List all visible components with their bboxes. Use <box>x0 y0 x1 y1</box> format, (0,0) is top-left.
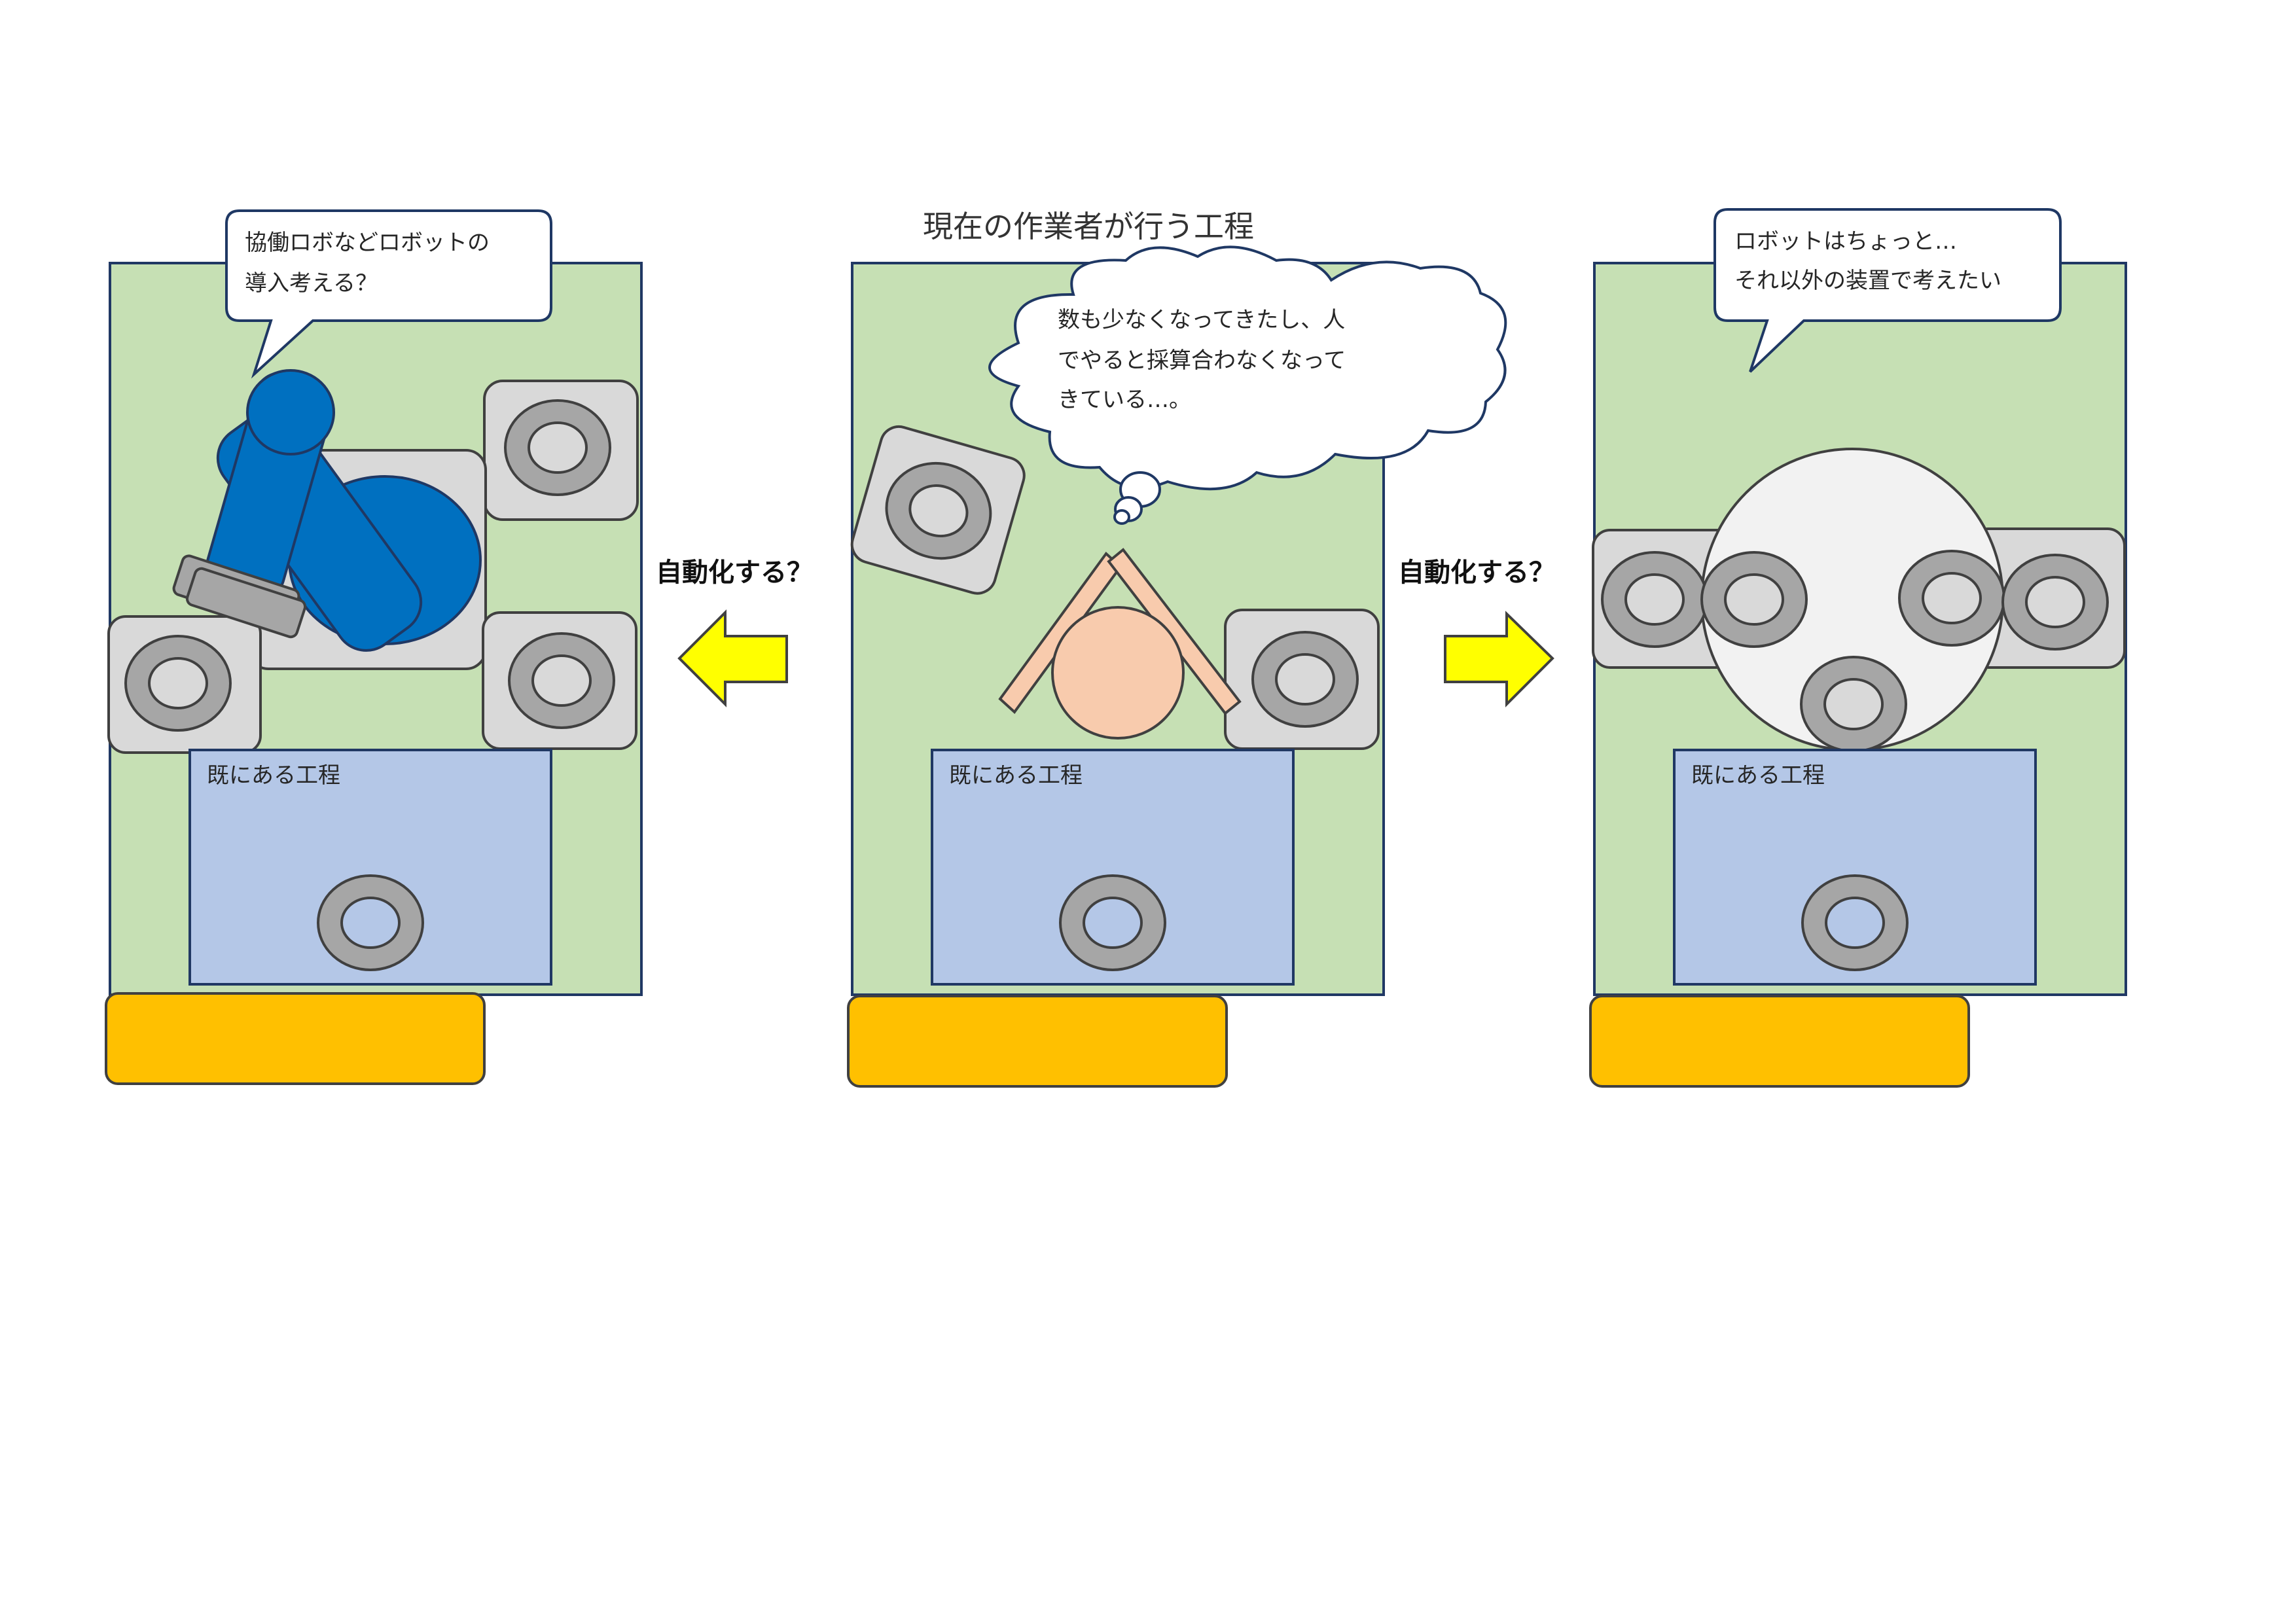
center-base <box>847 995 1228 1088</box>
left-arrow: 自動化する？ <box>656 558 813 707</box>
ring-part-icon <box>2001 554 2109 651</box>
ring-part-icon <box>1800 656 1907 753</box>
center-panel: 数も少なくなってきたし、人 でやると採算合わなくなって きている…。 既にある工… <box>847 245 1507 1088</box>
left-process-label: 既にある工程 <box>207 762 340 789</box>
ring-part-icon <box>504 399 611 496</box>
left-bubble-line-2: 導入考える？ <box>245 270 378 296</box>
ring-part-icon <box>1700 551 1808 648</box>
center-tray-tilted <box>850 425 1026 595</box>
ring-part-icon <box>508 632 615 729</box>
ring-part-icon <box>317 874 424 971</box>
right-base <box>1589 995 1970 1088</box>
worker-top-view-icon <box>998 548 1242 740</box>
ring-part-icon <box>1251 631 1359 728</box>
left-arrow-label: 自動化する？ <box>656 558 813 588</box>
left-bubble-line-1: 協働ロボなどロボットの <box>245 230 490 256</box>
left-arrow-icon <box>677 609 788 707</box>
center-thought-bubble: 数も少なくなってきたし、人 でやると採算合わなくなって きている…。 <box>988 245 1507 525</box>
page-title: 現在の作業者が行う工程 <box>923 209 1254 244</box>
right-arrow-icon <box>1444 611 1554 707</box>
right-speech-bubble <box>1713 208 2062 373</box>
right-arrow-label: 自動化する？ <box>1398 558 1555 588</box>
ring-part-icon <box>1601 551 1708 648</box>
left-base <box>105 992 486 1085</box>
right-bubble-line-2: それ以外の装置で考えたい <box>1734 268 2001 294</box>
collaborative-robot-arm-icon <box>172 369 482 652</box>
right-panel: 既にある工程 ロボットはちょっと… それ以外の装置で考えたい <box>1589 208 2127 1088</box>
left-speech-bubble <box>225 209 552 379</box>
center-thought-line-2: でやると採算合わなくなって <box>1058 348 1346 374</box>
ring-part-icon <box>1801 874 1909 971</box>
ring-part-icon <box>1059 874 1166 971</box>
center-thought-line-3: きている…。 <box>1058 387 1191 413</box>
ring-part-icon <box>124 635 232 732</box>
center-thought-line-1: 数も少なくなってきたし、人 <box>1058 307 1345 333</box>
right-arrow: 自動化する？ <box>1398 558 1555 707</box>
right-bubble-line-1: ロボットはちょっと… <box>1734 228 1957 255</box>
left-panel: 既にある工程 協働ロボなどロボットの 導入考える？ <box>105 209 643 1085</box>
right-process-label: 既にある工程 <box>1691 762 1825 789</box>
ring-part-icon <box>1898 550 2005 647</box>
center-process-label: 既にある工程 <box>949 762 1083 789</box>
